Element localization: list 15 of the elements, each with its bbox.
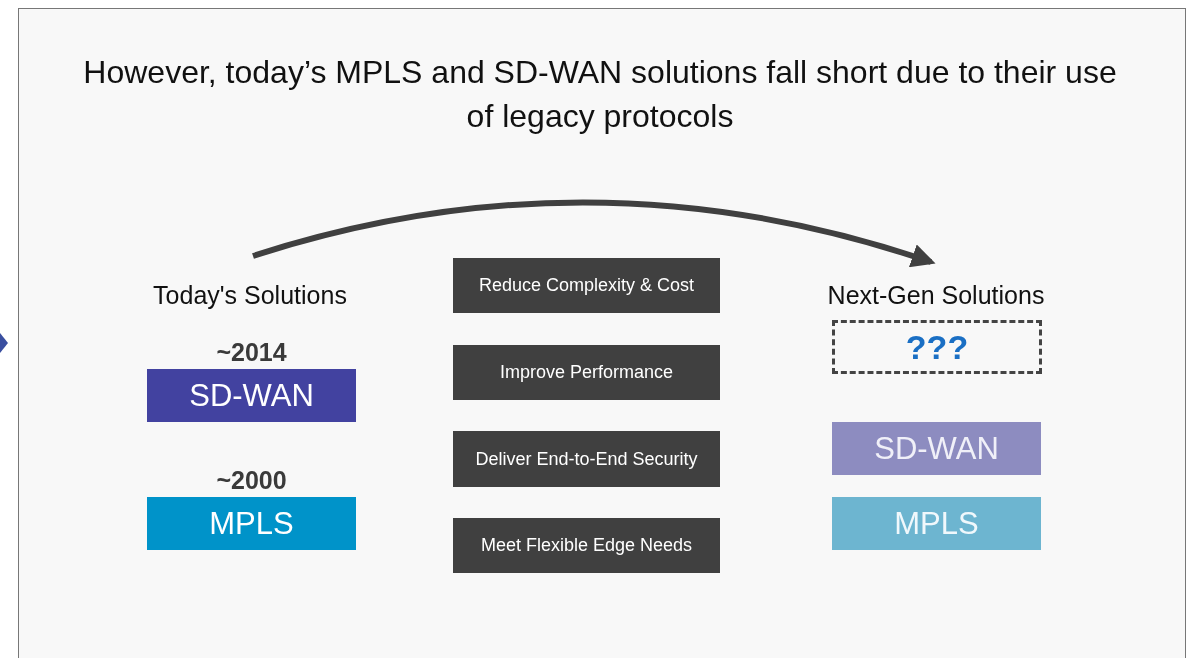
goal-box: Reduce Complexity & Cost (453, 258, 720, 313)
curved-arrow (252, 199, 936, 268)
technology-box: MPLS (832, 497, 1041, 550)
slide-title: However, today’s MPLS and SD-WAN solutions fall short due to their use of legacy protocols (82, 53, 1118, 136)
technology-box: SD-WAN (832, 422, 1041, 475)
technology-box: SD-WAN (147, 369, 356, 422)
column-heading: Today's Solutions (130, 256, 370, 310)
column-heading: Next-Gen Solutions (806, 262, 1066, 310)
year-label: ~2014 (215, 337, 288, 367)
technology-box: MPLS (147, 497, 356, 550)
placeholder-box: ??? (832, 320, 1042, 374)
year-label: ~2000 (215, 465, 288, 495)
goal-box: Improve Performance (453, 345, 720, 400)
goal-box: Meet Flexible Edge Needs (453, 518, 720, 573)
goal-box: Deliver End-to-End Security (453, 431, 720, 487)
